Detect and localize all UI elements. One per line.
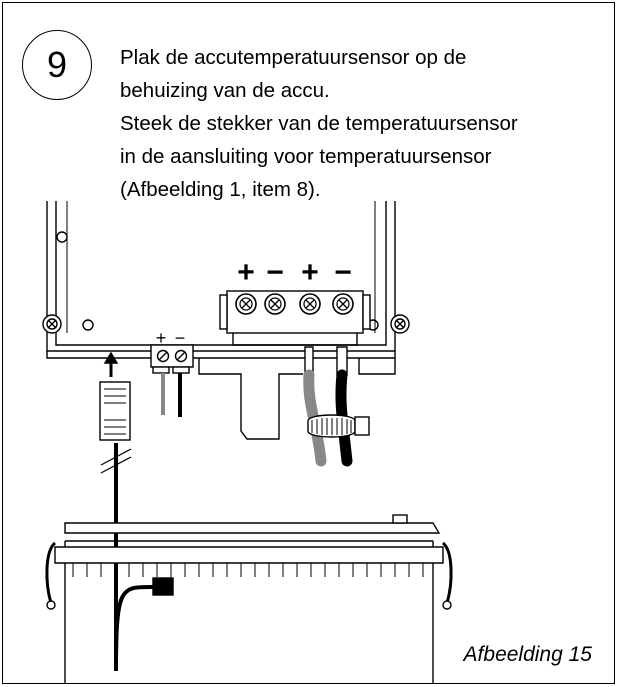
mounting-bracket [198, 358, 396, 440]
rj-plug-icon [99, 381, 131, 441]
terminal-polarity-3: + [301, 256, 319, 289]
instruction-line: behuizing van de accu. [120, 79, 330, 102]
terminal-polarity-4: − [334, 256, 352, 289]
sensor-polarity-plus: + [156, 328, 167, 348]
instruction-line: Steek de stekker van de temperatuursenso… [120, 112, 518, 135]
cable-tie-icon [307, 414, 370, 438]
step-number-badge: 9 [22, 30, 92, 100]
sensor-polarity-labels: + − [156, 328, 186, 348]
terminal-polarity-2: − [266, 256, 284, 289]
instruction-line: in de aansluiting voor temperatuursensor [120, 145, 492, 168]
temperature-sensor-connector [150, 344, 194, 374]
terminal-screw-icon [332, 293, 354, 315]
instruction-line: (Afbeelding 1, item 8). [120, 178, 321, 201]
figure-caption: Afbeelding 15 [463, 643, 592, 666]
sensor-polarity-minus: − [175, 328, 186, 348]
battery-cables [303, 346, 353, 467]
sensor-wires [161, 373, 182, 417]
insert-arrow-icon [103, 351, 119, 377]
battery [45, 514, 453, 683]
mounting-screw-left-icon [42, 314, 62, 334]
temperature-sensor-icon [152, 577, 174, 596]
terminal-screw-icon [235, 293, 257, 315]
terminal-polarity-1: + [237, 256, 255, 289]
instruction-text: Plak de accutemperatuursensor op de behu… [120, 41, 600, 206]
terminal-polarity-labels: + − + − [237, 256, 352, 289]
terminal-screw-icon [264, 293, 286, 315]
terminal-screw-icon [299, 293, 321, 315]
instruction-line: Plak de accutemperatuursensor op de [120, 46, 467, 69]
terminal-screws [235, 293, 354, 315]
step-number: 9 [46, 44, 68, 85]
installation-diagram: + − + − + − [42, 201, 453, 683]
charger-housing [46, 201, 396, 359]
temperature-sensor-cable [100, 443, 154, 672]
mounting-screw-right-icon [390, 314, 410, 334]
